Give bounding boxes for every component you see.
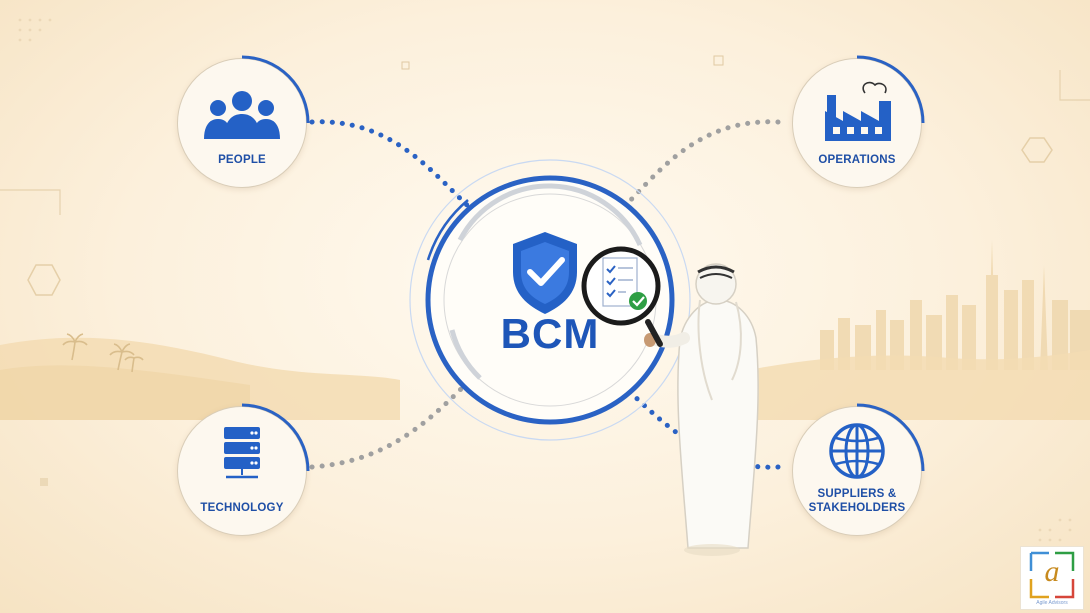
logo-caption: Agile Advisors xyxy=(1036,600,1068,606)
node-label-people: PEOPLE xyxy=(218,154,266,166)
agile-advisors-logo: a Agile Advisors xyxy=(1020,546,1084,610)
connector-operations xyxy=(622,119,781,209)
hexagon-left xyxy=(27,264,61,296)
hexagon-right xyxy=(1021,137,1053,163)
dot-texture-left xyxy=(18,18,52,42)
shield-check-icon xyxy=(513,232,577,314)
node-operations: OPERATIONS xyxy=(792,55,925,188)
server-icon xyxy=(178,425,306,486)
dot-texture-right xyxy=(1038,518,1072,542)
node-label-technology: TECHNOLOGY xyxy=(200,502,284,514)
people-group-icon xyxy=(178,89,306,146)
square-deco-2 xyxy=(713,55,724,66)
connector-technology xyxy=(309,385,465,470)
node-label-operations: OPERATIONS xyxy=(818,154,896,166)
magnifier-checklist-icon xyxy=(581,246,663,347)
logo-frame xyxy=(1029,551,1075,599)
progress-ring xyxy=(856,55,925,124)
node-technology: TECHNOLOGY xyxy=(177,403,310,536)
node-suppliers-stakeholders: SUPPLIERS & STAKEHOLDERS xyxy=(792,403,925,536)
node-label-suppliers-line1: SUPPLIERS & xyxy=(817,488,897,500)
square-deco-1 xyxy=(401,61,410,70)
analyst-figure xyxy=(644,263,759,556)
desert-dunes-right xyxy=(700,350,1090,420)
city-skyline xyxy=(820,240,1090,370)
circuit-line-right xyxy=(1059,70,1090,101)
bcm-title: BCM xyxy=(500,310,600,357)
progress-ring xyxy=(241,403,310,472)
square-deco-3 xyxy=(40,478,48,486)
factory-icon xyxy=(793,79,921,148)
node-people: PEOPLE xyxy=(177,55,310,188)
circuit-line-left xyxy=(0,189,61,215)
globe-icon xyxy=(793,421,921,486)
connector-people xyxy=(309,119,471,209)
progress-ring xyxy=(241,55,310,124)
progress-ring xyxy=(856,403,925,472)
node-label-suppliers-line2: STAKEHOLDERS xyxy=(808,502,906,514)
palm-trees xyxy=(62,333,144,373)
desert-dunes-left-front xyxy=(0,365,250,420)
logo-letter: a xyxy=(1044,555,1060,588)
